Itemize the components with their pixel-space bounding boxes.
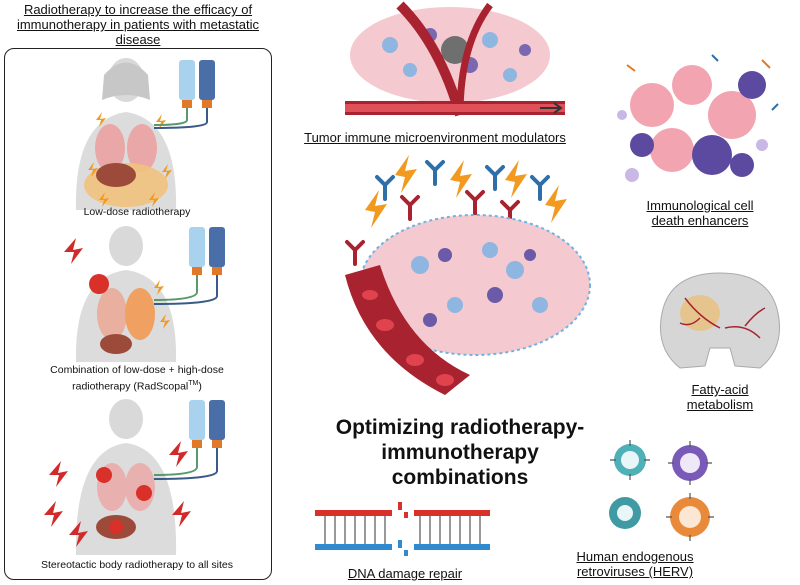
patient-figure-sbrt bbox=[44, 399, 225, 555]
tumor-immune-microenvironment-label: Tumor immune microenvironment modulators bbox=[304, 130, 566, 145]
scenario-3-caption: Stereotactic body radiotherapy to all si… bbox=[40, 559, 234, 571]
fatty-acid-label: Fatty-acid metabolism bbox=[686, 382, 754, 412]
dna-repair-label: DNA damage repair bbox=[347, 566, 463, 581]
radiotherapy-panel bbox=[4, 48, 272, 580]
brain-illustration bbox=[659, 272, 781, 369]
herv-label: Human endogenous retroviruses (HERV) bbox=[576, 549, 694, 579]
dna-illustration bbox=[315, 500, 490, 560]
scenario-2-caption: Combination of low-dose + high-dose radi… bbox=[50, 364, 224, 393]
main-title: Optimizing radiotherapy- immunotherapy c… bbox=[335, 416, 585, 489]
patient-figure-low-dose bbox=[75, 58, 215, 210]
cell-death-illustration bbox=[617, 54, 779, 182]
herv-virus-illustration bbox=[609, 440, 714, 541]
patient-figure-radscopal bbox=[64, 226, 225, 362]
icd-enhancers-label: Immunological cell death enhancers bbox=[646, 198, 754, 228]
central-tumor-illustration bbox=[345, 155, 591, 395]
scenario-1-caption: Low-dose radiotherapy bbox=[83, 206, 191, 218]
left-panel-title: Radiotherapy to increase the efficacy of… bbox=[16, 2, 260, 47]
tumor-microenvironment-illustration bbox=[345, 1, 565, 117]
